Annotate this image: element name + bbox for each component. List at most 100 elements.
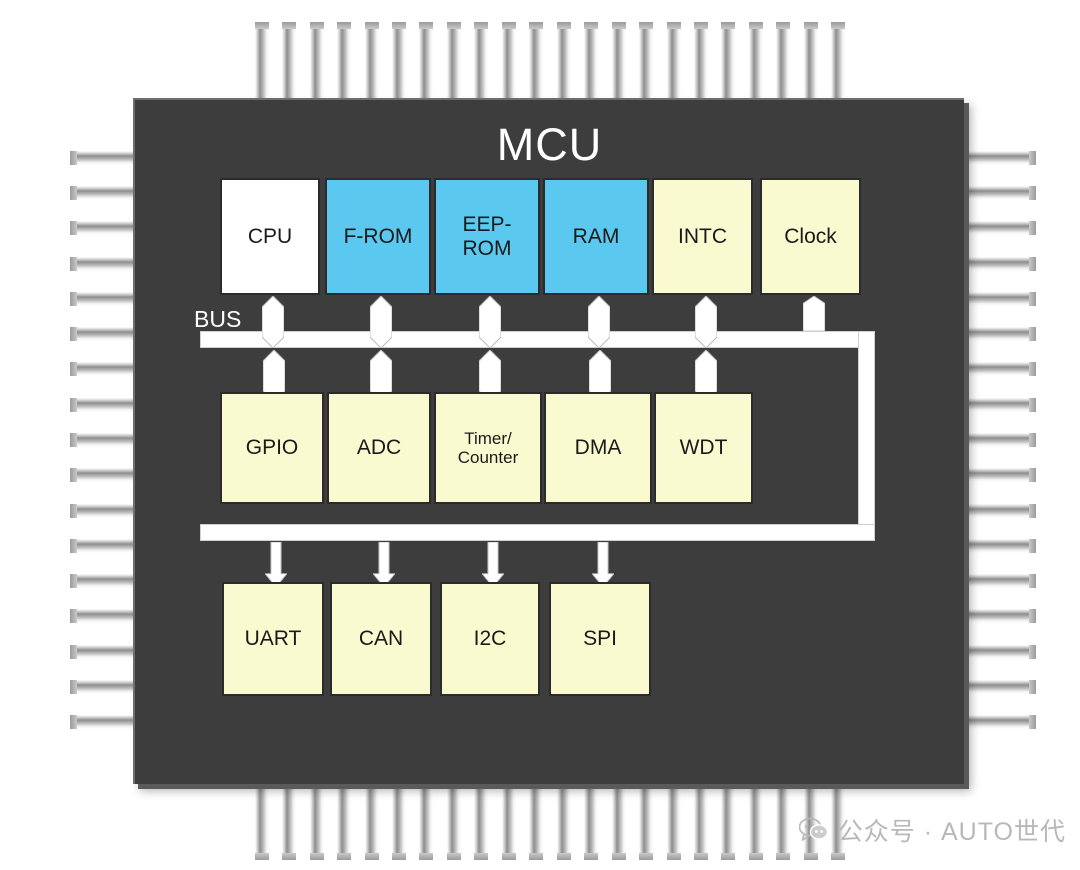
block-label: F-ROM: [343, 224, 413, 248]
pin-left-15: [70, 644, 140, 659]
core-to-bus-connector-1: [262, 296, 284, 348]
watermark: 公众号 · AUTO世代: [798, 812, 1066, 848]
core-to-bus-connector-3: [479, 296, 501, 348]
pin-left-1: [70, 150, 140, 165]
pin-top-6: [392, 22, 406, 100]
pin-left-12: [70, 538, 140, 553]
block-dma[interactable]: DMA: [544, 392, 652, 504]
block-label: EEP- ROM: [462, 212, 512, 260]
pin-top-11: [529, 22, 544, 100]
pin-left-14: [70, 609, 140, 624]
block-clock[interactable]: Clock: [760, 178, 861, 295]
block-gpio[interactable]: GPIO: [220, 392, 324, 504]
pin-right-3: [966, 221, 1036, 236]
block-wdt[interactable]: WDT: [654, 392, 753, 504]
block-intc[interactable]: INTC: [652, 178, 753, 295]
pin-top-10: [501, 22, 516, 100]
pin-right-6: [966, 327, 1036, 342]
pin-bottom-15: [639, 782, 654, 860]
pin-top-3: [309, 22, 324, 100]
pin-left-2: [70, 185, 140, 200]
pin-left-13: [70, 574, 140, 589]
watermark-text: 公众号 · AUTO世代: [837, 818, 1066, 846]
pin-left-3: [70, 221, 140, 236]
pin-top-2: [282, 22, 297, 100]
block-label: SPI: [583, 627, 617, 651]
block-label: Clock: [784, 224, 837, 248]
block-spi[interactable]: SPI: [549, 582, 651, 696]
pin-top-4: [337, 22, 352, 100]
pin-top-5: [364, 22, 379, 100]
pin-top-15: [639, 22, 654, 100]
pin-top-1: [254, 22, 269, 100]
block-label: RAM: [572, 224, 620, 248]
pin-right-15: [966, 644, 1036, 659]
block-i2c[interactable]: I2C: [440, 582, 540, 696]
block-f-rom[interactable]: F-ROM: [325, 178, 431, 295]
bus-to-internal-connector-1: [263, 350, 285, 402]
block-label: Timer/ Counter: [457, 428, 519, 467]
bus-to-internal-connector-4: [589, 350, 611, 402]
pin-left-6: [70, 327, 140, 342]
core-to-bus-connector-4: [588, 296, 610, 348]
pin-right-13: [966, 574, 1036, 589]
pin-bottom-13: [584, 782, 599, 860]
pin-right-1: [966, 150, 1036, 165]
block-label: WDT: [679, 436, 728, 460]
block-label: UART: [244, 627, 302, 651]
pin-top-18: [721, 22, 736, 100]
bus-line-top: [200, 331, 875, 348]
block-timer-counter[interactable]: Timer/ Counter: [434, 392, 542, 504]
pin-top-21: [803, 22, 818, 100]
pin-bottom-19: [748, 782, 763, 860]
pin-bank-bottom: [248, 782, 852, 860]
block-ram[interactable]: RAM: [543, 178, 649, 295]
pin-top-17: [694, 22, 708, 100]
pin-bottom-2: [282, 782, 297, 860]
block-label: CAN: [358, 627, 404, 651]
pin-bank-right: [966, 140, 1036, 740]
block-uart[interactable]: UART: [222, 582, 324, 696]
pin-bank-top: [248, 22, 852, 100]
core-to-bus-connector-6: [803, 296, 825, 331]
pin-bottom-16: [666, 782, 681, 860]
pin-top-8: [446, 22, 461, 100]
pin-left-8: [70, 397, 140, 412]
pin-right-17: [966, 715, 1036, 730]
pin-top-16: [666, 22, 681, 100]
pin-bottom-7: [419, 782, 434, 860]
block-eep-rom[interactable]: EEP- ROM: [434, 178, 540, 295]
bus-to-comm-connector-4: [592, 542, 614, 587]
pin-bottom-21: [803, 782, 818, 860]
pin-bottom-3: [309, 782, 324, 860]
pin-left-17: [70, 715, 140, 730]
pin-bottom-20: [776, 782, 791, 860]
block-cpu[interactable]: CPU: [220, 178, 320, 295]
pin-top-7: [419, 22, 434, 100]
pin-top-13: [584, 22, 599, 100]
bus-to-comm-connector-3: [482, 542, 504, 587]
pin-right-10: [966, 468, 1036, 483]
block-label: DMA: [574, 436, 622, 460]
pin-bottom-12: [556, 782, 571, 860]
bus-to-comm-connector-1: [265, 542, 287, 587]
pin-bank-left: [70, 140, 140, 740]
pin-top-9: [474, 22, 489, 100]
pin-left-4: [70, 256, 140, 271]
pin-left-5: [70, 291, 140, 306]
block-adc[interactable]: ADC: [327, 392, 431, 504]
pin-top-20: [776, 22, 791, 100]
pin-left-11: [70, 503, 140, 518]
core-to-bus-connector-5: [695, 296, 717, 348]
pin-bottom-11: [529, 782, 544, 860]
pin-bottom-1: [254, 782, 269, 860]
chip-title: MCU: [496, 119, 603, 170]
pin-left-7: [70, 362, 140, 377]
pin-left-10: [70, 468, 140, 483]
core-to-bus-connector-2: [370, 296, 392, 348]
pin-right-12: [966, 538, 1036, 553]
pin-right-7: [966, 362, 1036, 377]
block-can[interactable]: CAN: [330, 582, 432, 696]
bus-line-right: [858, 331, 875, 541]
